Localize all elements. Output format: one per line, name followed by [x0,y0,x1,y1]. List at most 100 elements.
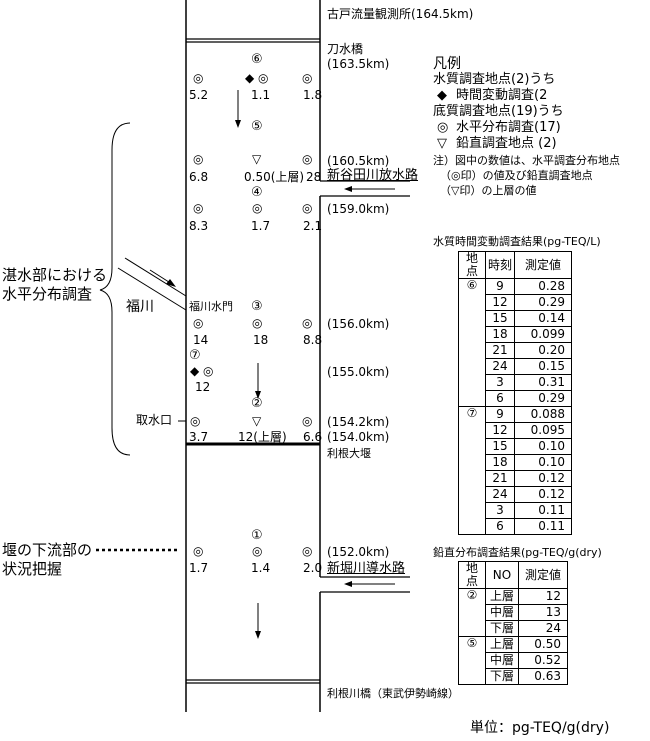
km-163-5-label: (163.5km) [327,57,390,71]
header-time: 時刻 [485,251,515,279]
legend-line1: 水質調査地点(2)うち [433,72,556,87]
circle-icon: ◎ [258,71,269,85]
value-cell: 0.099 [514,326,572,343]
label-cell: 6 [485,390,515,407]
label-cell: 24 [485,486,515,503]
downstream-label-line2: 状況把握 [2,560,63,578]
downstream-label-line1: 堰の下流部の [2,541,93,559]
fukukawa-label: 福川 [126,299,154,315]
value-cell: 12 [518,588,568,605]
value-152-b: 1.4 [251,561,271,575]
circle-icon: ◎ [302,316,313,330]
label-cell: 18 [485,326,515,343]
label-cell: 6 [485,518,515,535]
value-cell: 24 [518,620,568,637]
circle-icon: ◎ [203,364,214,378]
value-154-b: 12(上層) [238,430,287,444]
km-159-0-label: (159.0km) [327,202,390,216]
km-156-0-label: (156.0km) [327,317,390,331]
point-1-marker: ① [251,528,263,543]
label-cell: 15 [485,438,515,455]
label-cell: 上層 [485,588,519,605]
circle-icon: ◎ [193,152,204,166]
header-point: 地点 [458,561,486,589]
circle-icon: ◎ [252,201,263,215]
time-table-title: 水質時間変動調査結果(pg-TEQ/L) [433,235,601,248]
circle-icon: ◎ [302,71,313,85]
value-cell: 0.12 [514,486,572,503]
shinhorikawa-channel-label: 新堀川導水路 [327,561,406,576]
label-cell: 21 [485,470,515,487]
value-cell: 0.50 [518,636,568,653]
header-point: 地点 [458,251,486,279]
label-cell: 上層 [485,636,519,653]
label-cell: 12 [485,422,515,439]
legend-line4: 水平分布調査(17) [456,120,561,135]
value-159-c: 2.1 [303,219,323,233]
label-cell: 3 [485,502,515,519]
diamond-icon: ◆ [437,88,447,103]
label-cell: 3 [485,374,515,391]
tansui-label-line1: 湛水部における [2,266,108,284]
triangle-icon: ▽ [437,136,447,151]
km-152-0-label: (152.0km) [327,545,390,559]
diamond-icon: ◆ [245,71,255,85]
circle-icon: ◎ [252,316,263,330]
header-value: 測定値 [518,561,568,589]
value-152-a: 1.7 [189,561,209,575]
value-cell: 0.63 [518,668,568,685]
value-163-b: 1.1 [251,88,271,102]
diamond-icon: ◆ [190,364,200,378]
value-156-a: 14 [193,333,209,347]
legend-note1: 注）図中の数値は、水平調査分布地点 [433,154,620,167]
circle-icon: ◎ [437,120,449,135]
triangle-icon: ▽ [252,152,262,166]
km-154-2-label: (154.2km) [327,415,390,429]
value-cell: 0.29 [514,390,572,407]
legend-note3: （▽印）の上層の値 [440,184,537,197]
label-cell: 下層 [485,668,519,685]
value-159-a: 8.3 [189,219,209,233]
circle-icon: ◎ [302,152,313,166]
value-155-a: 12 [195,380,211,394]
table-header-row: 地点 時刻 測定値 [458,251,572,279]
tonegawa-bridge-label: 利根川橋（東武伊勢崎線） [327,687,459,700]
legend-line5: 鉛直調査地点 (2) [456,136,557,151]
label-cell: 中層 [485,604,519,621]
value-163-a: 5.2 [189,88,209,102]
label-cell: 15 [485,310,515,327]
legend-title: 凡例 [433,56,461,72]
vertical-table-title: 鉛直分布調査結果(pg-TEQ/g(dry) [433,546,602,559]
point-cell: ⑦ [458,406,486,535]
intake-label: 取水口 [136,413,173,427]
tone-ozeki-label: 利根大堰 [327,447,371,460]
kodo-station-label: 古戸流量観測所(164.5km) [327,7,474,21]
value-cell: 0.11 [514,502,572,519]
legend-line2: 時間変動調査(2 [456,88,548,103]
label-cell: 下層 [485,620,519,637]
circle-icon: ◎ [193,544,204,558]
label-cell: 18 [485,454,515,471]
value-154-a: 3.7 [189,430,209,444]
label-cell: 9 [485,406,515,423]
circle-icon: ◎ [302,201,313,215]
point-7-marker: ⑦ [189,348,201,363]
circle-icon: ◎ [193,316,204,330]
km-160-5-label: (160.5km) [327,154,390,168]
value-cell: 0.10 [514,454,572,471]
point-5-marker: ⑤ [251,119,263,134]
value-156-c: 8.8 [303,333,323,347]
value-cell: 0.12 [514,470,572,487]
